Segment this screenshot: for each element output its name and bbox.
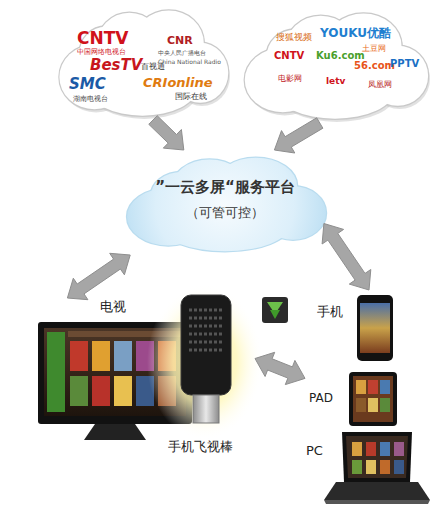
tv-thumbnail [92,341,110,371]
laptop-thumbnail [352,442,362,456]
block-arrow [67,253,130,299]
device-label: 电视 [100,300,126,314]
tv-thumbnail [114,341,132,371]
app-icon-mark [270,310,280,319]
stick-glow [147,284,263,440]
laptop-thumbnail [366,460,376,474]
stick-vent [189,349,223,352]
source-cloud: 搜狐视频 YOUKU优酷土豆网 CNTV Ku6.com56.comPPTV 电影网 le… [240,5,430,123]
app-icon-bg [262,297,288,323]
cloud-lobe-edge [267,30,324,84]
logo-text: PPTV [390,59,419,70]
device-label: 手机飞视棒 [168,440,233,454]
hdmi-connector [193,395,219,423]
stick-vent [189,309,223,312]
logo-text: 搜狐视频 [276,33,312,42]
stick-vent [189,341,223,344]
pad-thumbnail [356,380,366,394]
device-label: 手机 [317,305,343,319]
tv-thumbnail [70,376,88,406]
platform-text: （可管可控） [122,206,328,220]
logo-text: 土豆网 [362,45,386,53]
pad-thumbnail [380,398,390,412]
stick-vent [189,317,223,320]
block-arrow [255,352,305,384]
logo-text: 中央人民广播电台 [158,50,206,56]
laptop-edge [324,500,430,504]
block-arrow [322,224,371,291]
app-icon [262,297,288,323]
platform-cloud: ”一云多屏“服务平台 （可管可控） [122,150,328,255]
tv-stand [84,424,146,440]
tv-menu-bar [47,332,65,412]
cloud-lobe [267,30,324,84]
device-node: PAD [305,370,405,426]
pad-thumbnail [368,380,378,394]
pad-illustration [349,372,397,426]
laptop-lid [342,432,412,482]
cloud-outline [122,150,328,255]
laptop-illustration [324,432,430,504]
stick-vent [189,333,223,336]
logo-text: Ku6.com [316,51,365,62]
pad-body [349,372,397,426]
laptop-screen [346,436,408,478]
device-node: 电视 [30,298,200,448]
tv-thumbnail [70,341,88,371]
tv-thumbnail [92,376,110,406]
laptop-base [324,482,430,500]
laptop-thumbnail [394,442,404,456]
tv-thumbnail [114,376,132,406]
logo-text: CNTV [274,51,304,62]
phone-illustration [357,295,393,361]
device-node: 手机飞视棒 [160,285,255,460]
logo-text: CRIonline [143,76,213,90]
pad-thumbnail [380,380,390,394]
logo-text: 中国网络电视台 [77,49,126,56]
logo-text: letv [326,77,345,86]
laptop-thumbnail [380,442,390,456]
stick-illustration [147,284,263,440]
device-node: 手机 [315,290,405,368]
device-label: PC [306,444,323,458]
logo-text: YOUKU优酷 [320,27,391,40]
logo-text: BesTV [90,58,142,74]
logo-text: CNR [167,35,193,47]
stick-body [181,295,231,395]
logo-text: CNTV [77,30,128,48]
block-arrow [149,116,184,150]
logo-text: SMC [69,77,106,93]
laptop-thumbnail [394,460,404,474]
laptop-thumbnail [380,460,390,474]
phone-screen [360,303,390,353]
block-arrow [274,118,323,153]
pad-thumbnail [368,398,378,412]
pad-thumbnail [356,398,366,412]
logo-text: 电影网 [278,75,302,83]
platform-text: ”一云多屏“服务平台 [122,180,328,196]
device-node: PC [300,428,425,512]
logo-text: 56.com [354,61,395,72]
phone-body [357,295,393,361]
laptop-thumbnail [366,442,376,456]
logo-text: 湖南电视台 [73,96,108,103]
stick-vent [189,325,223,328]
logo-text: 凤凰网 [368,81,392,89]
logo-text: 国际在线 [175,93,207,101]
device-label: PAD [309,392,333,405]
pad-screen [353,376,393,422]
logo-text: China National Radio [158,59,221,65]
laptop-thumbnail [352,460,362,474]
source-cloud: CNTV中国网络电视台BesTV百视通CNR中央人民广播电台China Nati… [55,2,230,120]
